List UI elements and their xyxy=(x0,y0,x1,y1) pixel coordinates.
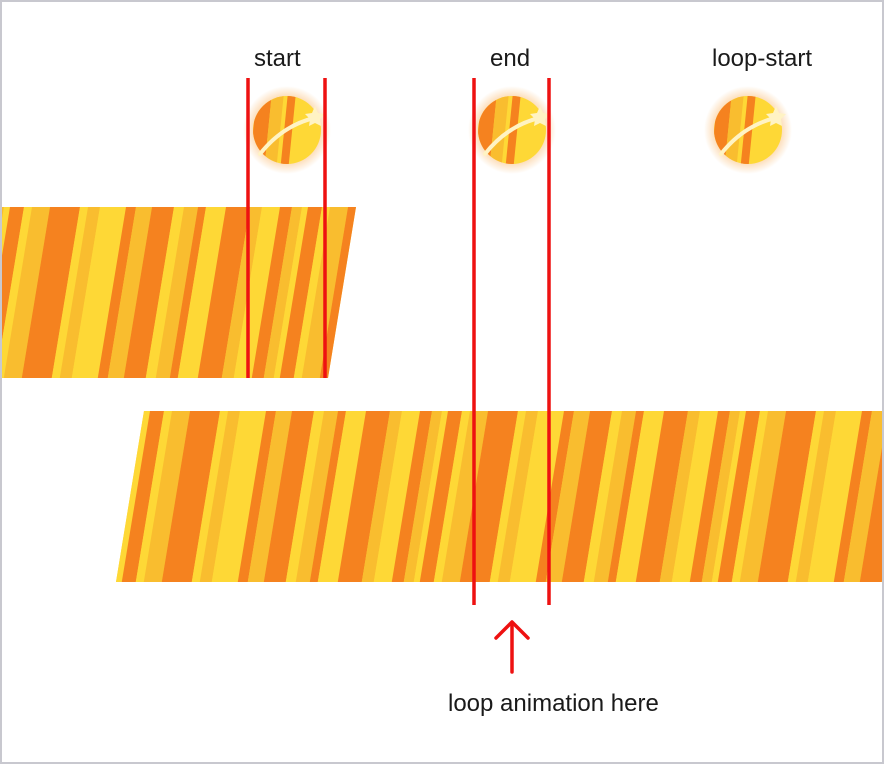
stripe xyxy=(757,411,816,582)
stripe xyxy=(433,411,470,582)
stripe xyxy=(107,207,152,378)
stripe xyxy=(233,207,280,378)
stripe xyxy=(787,411,824,582)
up-arrow-icon xyxy=(494,620,530,674)
stripe xyxy=(391,411,432,582)
stripe xyxy=(859,411,882,582)
stripe xyxy=(309,411,346,582)
top-stripe-band xyxy=(2,207,424,378)
stripe xyxy=(247,411,292,582)
stripe xyxy=(833,411,872,582)
stripe xyxy=(295,411,338,582)
stripe xyxy=(373,411,420,582)
stripe xyxy=(116,411,150,582)
stripe xyxy=(337,411,390,582)
stripe xyxy=(71,207,126,378)
stripe xyxy=(21,207,80,378)
end-label: end xyxy=(490,45,531,72)
stripe xyxy=(561,411,612,582)
stripe xyxy=(441,411,488,582)
start-label: start xyxy=(254,45,301,72)
stripe xyxy=(285,411,324,582)
stripe xyxy=(717,411,760,582)
stripe xyxy=(731,411,768,582)
loop-caption: loop animation here xyxy=(448,690,659,717)
stripe xyxy=(263,207,302,378)
stripe xyxy=(2,207,32,378)
stripe xyxy=(413,411,448,582)
stripe xyxy=(263,411,314,582)
stripe xyxy=(251,207,292,378)
stripe xyxy=(237,411,276,582)
stripe xyxy=(123,207,174,378)
stripe xyxy=(3,207,50,378)
stripe xyxy=(97,207,136,378)
stripe xyxy=(403,411,442,582)
stripe xyxy=(689,411,730,582)
stripe xyxy=(535,411,574,582)
stripe xyxy=(370,207,424,378)
stripe xyxy=(545,411,590,582)
stripe xyxy=(143,411,190,582)
stripe xyxy=(671,411,718,582)
stripe xyxy=(199,411,240,582)
stripe xyxy=(593,411,636,582)
stripe xyxy=(659,411,700,582)
stripe xyxy=(317,411,366,582)
stripe xyxy=(279,207,322,378)
shooting-star-ball-icon xyxy=(704,86,792,174)
stripe xyxy=(795,411,836,582)
stripe xyxy=(583,411,622,582)
stripe xyxy=(807,411,862,582)
stripe xyxy=(273,207,308,378)
stripe xyxy=(2,207,24,378)
stripe xyxy=(169,207,206,378)
stripe xyxy=(361,411,402,582)
stripe xyxy=(635,411,688,582)
stripe xyxy=(59,207,100,378)
stripe xyxy=(135,411,172,582)
stripe xyxy=(121,411,164,582)
stripe xyxy=(191,411,228,582)
stripe xyxy=(51,207,88,378)
stripe xyxy=(197,207,250,378)
bottom-stripe-band xyxy=(116,411,882,582)
stripe xyxy=(161,411,220,582)
stripe xyxy=(843,411,882,582)
stripe xyxy=(293,207,330,378)
stripe xyxy=(221,207,262,378)
stripe xyxy=(701,411,740,582)
stripe xyxy=(358,207,398,378)
shooting-star-ball-icon xyxy=(243,86,331,174)
stripe xyxy=(145,207,184,378)
stripe xyxy=(497,411,538,582)
loop-start-label: loop-start xyxy=(712,45,813,72)
shooting-star-ball-icon xyxy=(468,86,556,174)
stripe xyxy=(711,411,746,582)
stripe xyxy=(155,207,198,378)
stripe xyxy=(349,207,356,378)
stripe xyxy=(419,411,462,582)
stripe xyxy=(607,411,644,582)
stripe xyxy=(177,207,226,378)
stripe xyxy=(489,411,526,582)
stripe xyxy=(211,411,266,582)
stripe xyxy=(739,411,786,582)
stripe xyxy=(615,411,664,582)
